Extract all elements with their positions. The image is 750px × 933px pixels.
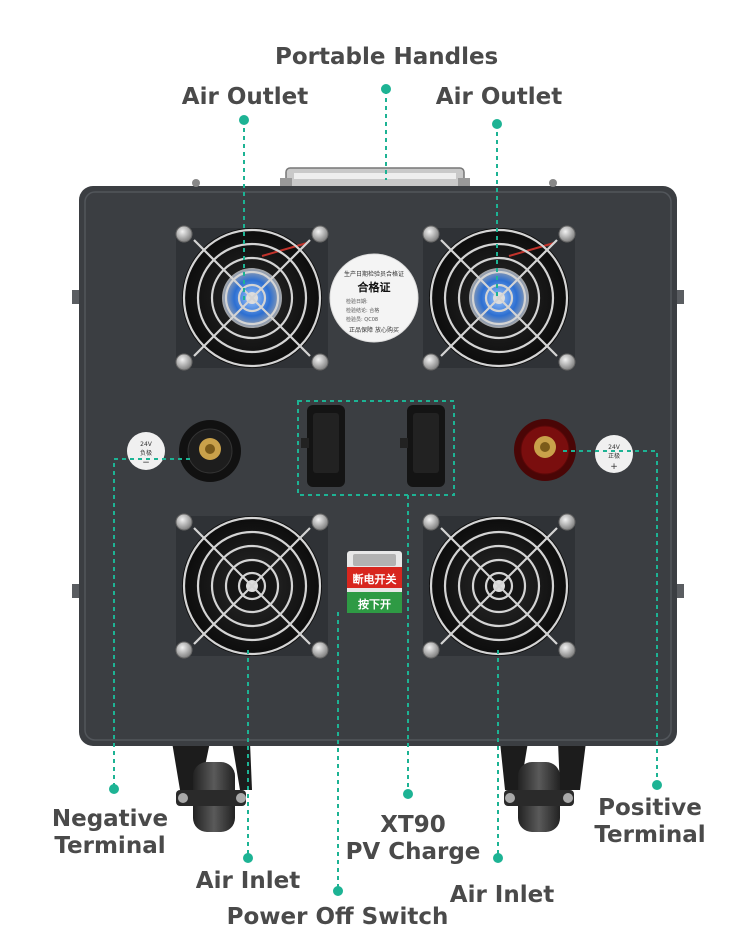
fan-top-right — [422, 225, 576, 371]
screw — [311, 225, 329, 243]
screw — [175, 225, 193, 243]
screw — [422, 513, 440, 531]
screw — [558, 353, 576, 371]
xt90-ports — [301, 405, 445, 487]
label-portable-handles: Portable Handles — [275, 44, 499, 70]
screw — [311, 513, 329, 531]
fan-top-left — [175, 225, 329, 371]
pos-sign: + — [610, 462, 618, 472]
label-negative-terminal-line2: Terminal — [54, 833, 166, 859]
negative-terminal — [179, 420, 241, 482]
label-air-outlet-right: Air Outlet — [435, 84, 563, 110]
screw — [422, 225, 440, 243]
label-positive-terminal-line2: Terminal — [594, 822, 706, 848]
certificate-sticker: 生产日期检验员合格证 合格证 检验日期: 检验结论: 合格 检验员: QC08 … — [329, 253, 419, 343]
fan-bottom-left — [175, 513, 329, 659]
label-negative-terminal-line1: Negative — [51, 806, 169, 832]
screw — [175, 513, 193, 531]
screw — [422, 353, 440, 371]
label-air-inlet-left: Air Inlet — [195, 868, 301, 894]
label-air-outlet-left: Air Outlet — [181, 84, 309, 110]
certificate-row1: 检验日期: — [346, 298, 368, 305]
neg-text: 负极 — [140, 449, 152, 457]
label-xt90: XT90 PV Charge — [343, 812, 483, 866]
label-xt90-line1: XT90 — [380, 812, 446, 838]
label-air-inlet-right: Air Inlet — [449, 882, 555, 908]
screw — [422, 641, 440, 659]
handle — [280, 167, 470, 192]
label-power-off-switch: Power Off Switch — [226, 904, 449, 930]
screw — [311, 641, 329, 659]
neg-sign: − — [142, 458, 150, 468]
certificate-title: 合格证 — [358, 280, 391, 294]
wheel-right — [500, 742, 586, 832]
callout-lines — [113, 90, 658, 890]
pos-text: 正极 — [608, 452, 620, 460]
fan-group — [175, 225, 576, 659]
callout-dots — [109, 84, 662, 896]
certificate-bottom: 正品保障 放心购买 — [349, 326, 399, 334]
certificate-row3: 检验员: QC08 — [346, 316, 378, 323]
wheel-left — [172, 742, 252, 832]
fan-bottom-right — [422, 513, 576, 659]
label-positive-terminal-line1: Positive — [598, 795, 702, 821]
negative-sticker: 24V 负极 − — [127, 432, 165, 470]
switch-label-1: 断电开关 — [353, 572, 397, 586]
screw — [175, 641, 193, 659]
screw — [558, 641, 576, 659]
switch-label-2: 按下开 — [358, 597, 391, 611]
screw — [558, 225, 576, 243]
certificate-row2: 检验结论: 合格 — [346, 307, 379, 314]
power-off-switch[interactable]: 断电开关 按下开 — [347, 551, 402, 613]
screw — [558, 513, 576, 531]
pos-voltage: 24V — [608, 444, 621, 451]
label-negative-terminal: Negative Terminal — [40, 806, 180, 860]
positive-terminal — [514, 419, 576, 481]
neg-voltage: 24V — [140, 441, 153, 448]
label-positive-terminal: Positive Terminal — [580, 795, 720, 849]
positive-sticker: 24V 正极 + — [595, 435, 633, 473]
label-xt90-line2: PV Charge — [345, 839, 481, 865]
screw — [175, 353, 193, 371]
screw — [311, 353, 329, 371]
certificate-top: 生产日期检验员合格证 — [344, 270, 404, 278]
